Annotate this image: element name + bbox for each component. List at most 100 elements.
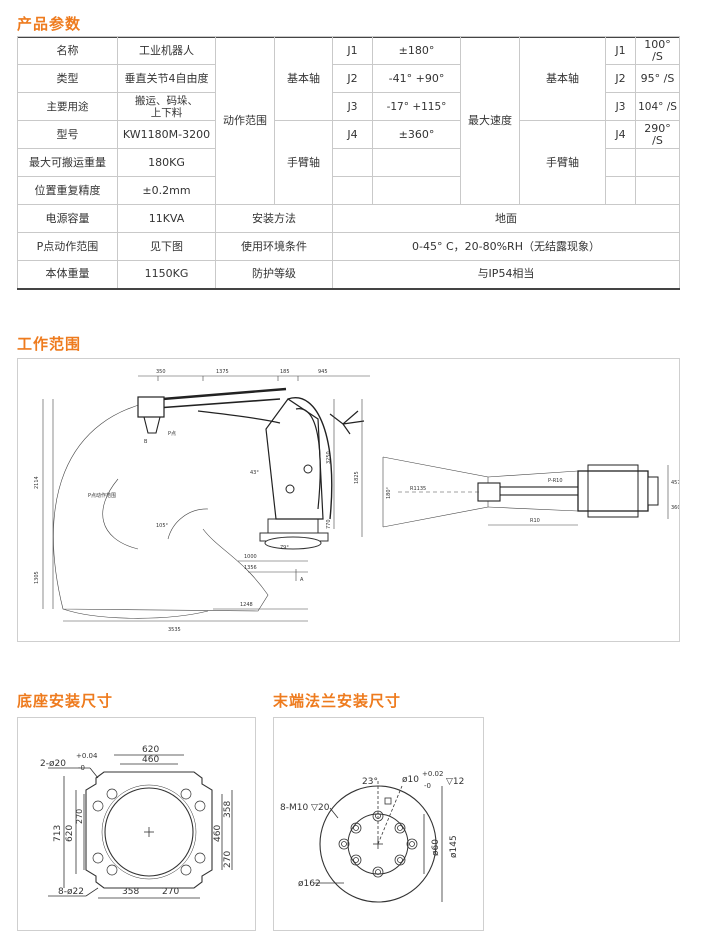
dim-top-label: 185 (280, 369, 290, 375)
max-speed-label: 最大速度 (460, 36, 520, 205)
depth-label: ▽12 (446, 777, 464, 787)
dim-bottom-label: 1248 (240, 602, 253, 608)
angle-label: 23° (362, 777, 378, 787)
p-label: P点 (168, 431, 176, 437)
section-title-range: 工作范围 (17, 335, 82, 353)
dim-top-label: 350 (156, 369, 166, 375)
flange-drawing (314, 780, 443, 903)
spec-label: 名称 (17, 36, 118, 65)
thread-spec-label: 8-M10 ▽20 (280, 803, 330, 813)
dim-label: 620 (65, 825, 75, 842)
base-drawing (48, 754, 233, 899)
joint-name: J2 (332, 64, 373, 93)
empty-cell (605, 148, 636, 177)
empty-cell (605, 176, 636, 205)
angle-label: 79° (280, 545, 289, 551)
a-label: A (300, 577, 304, 583)
angle-label: 105° (156, 523, 169, 529)
base-axis-label: 基本轴 (274, 36, 333, 121)
protection-label: 防护等级 (215, 260, 333, 289)
tol-minus-label: -0 (424, 782, 431, 790)
dim-label: 620 (142, 745, 159, 755)
spec-label: 主要用途 (17, 92, 118, 121)
dim-label: 358 (122, 887, 139, 897)
flange-drawing-labels: 23° ø10 +0.02 -0 ▽12 8-M10 ▽20 ø60 ø145 … (280, 770, 464, 889)
empty-cell (332, 176, 373, 205)
spec-table: 名称 工业机器人 动作范围 基本轴 J1 ±180° 最大速度 基本轴 J1 1… (17, 36, 680, 290)
empty-cell (372, 176, 461, 205)
top-view-dim-label: 360 (671, 505, 679, 511)
environment-value: 0-45° C，20-80%RH（无结露现象） (332, 232, 680, 261)
spec-value: ±0.2mm (117, 176, 216, 205)
dim-vertical-label: 770 (326, 519, 332, 529)
dim-label: ø145 (449, 835, 459, 858)
spec-value: 11KVA (117, 204, 216, 233)
base-drawing-frame: 2-ø20 +0.04 -0 620 460 713 620 270 460 3… (17, 717, 256, 931)
range-drawing (42, 375, 669, 622)
joint-range: ±180° (372, 36, 461, 65)
dim-label: 270 (223, 851, 233, 868)
joint-speed: 104° /S (635, 92, 680, 121)
top-view-angle-label: 180° (386, 486, 392, 499)
spec-label: 型号 (17, 120, 118, 149)
joint-name: J4 (332, 120, 373, 149)
dim-bottom-label: 3535 (168, 627, 181, 633)
spec-value: 垂直关节4自由度 (117, 64, 216, 93)
range-drawing-frame: 350 1375 185 945 1000 1356 1248 3535 211… (17, 358, 680, 642)
speed-joint-name: J3 (605, 92, 636, 121)
top-view-r-outer-label: R10 (530, 518, 540, 524)
joint-speed: 100° /S (635, 36, 680, 65)
dim-vertical-label: 1825 (354, 471, 360, 484)
empty-cell (372, 148, 461, 177)
dim-label: 270 (75, 809, 84, 824)
dim-bottom-label: 1356 (244, 565, 257, 571)
top-view-r-inner-label: R1135 (410, 486, 426, 492)
motion-range-label: 动作范围 (215, 36, 275, 205)
range-drawing-labels: 350 1375 185 945 1000 1356 1248 3535 211… (34, 369, 679, 633)
environment-label: 使用环境条件 (215, 232, 333, 261)
empty-cell (635, 148, 680, 177)
joint-name: J3 (332, 92, 373, 121)
dim-label: 460 (213, 825, 223, 842)
speed-joint-name: J2 (605, 64, 636, 93)
joint-range: -17° +115° (372, 92, 461, 121)
top-view-p-label: P-R10 (548, 478, 563, 484)
joint-range: -41° +90° (372, 64, 461, 93)
p-range-label: P点动作范围 (88, 492, 116, 499)
bolt-spec-label: 8-ø22 (58, 887, 84, 897)
base-drawing-labels: 2-ø20 +0.04 -0 620 460 713 620 270 460 3… (40, 745, 233, 897)
spec-value: 搬运、码垛、上下料 (117, 92, 216, 121)
top-view-dim-label: 457 (671, 480, 679, 486)
dim-vertical-label: 1305 (34, 571, 40, 584)
spec-label: 类型 (17, 64, 118, 93)
tol-plus-label: +0.04 (76, 752, 98, 760)
joint-name: J1 (332, 36, 373, 65)
dim-vertical-label: 3250 (326, 451, 332, 464)
joint-range: ±360° (372, 120, 461, 149)
dim-label: 460 (142, 755, 159, 765)
speed-joint-name: J4 (605, 120, 636, 149)
spec-value: 180KG (117, 148, 216, 177)
empty-cell (635, 176, 680, 205)
dim-label: ø162 (298, 879, 321, 889)
empty-cell (332, 148, 373, 177)
spec-label: 本体重量 (17, 260, 118, 289)
install-method-value: 地面 (332, 204, 680, 233)
spec-value: 工业机器人 (117, 36, 216, 65)
spec-value: 1150KG (117, 260, 216, 289)
hole-spec-label: 2-ø20 (40, 759, 66, 769)
dim-bottom-label: 1000 (244, 554, 257, 560)
section-title-flange: 末端法兰安装尺寸 (273, 692, 402, 710)
joint-speed: 290° /S (635, 120, 680, 149)
install-method-label: 安装方法 (215, 204, 333, 233)
dim-vertical-label: 2114 (34, 476, 40, 489)
spec-label: 最大可搬运重量 (17, 148, 118, 177)
dim-label: 713 (53, 825, 63, 842)
dim-label: 358 (223, 801, 233, 818)
dim-top-label: 1375 (216, 369, 229, 375)
section-title-base: 底座安装尺寸 (17, 692, 114, 710)
section-title-params: 产品参数 (17, 15, 82, 33)
joint-speed: 95° /S (635, 64, 680, 93)
speed-base-axis-label: 基本轴 (519, 36, 606, 121)
angle-label: 43° (250, 470, 259, 476)
